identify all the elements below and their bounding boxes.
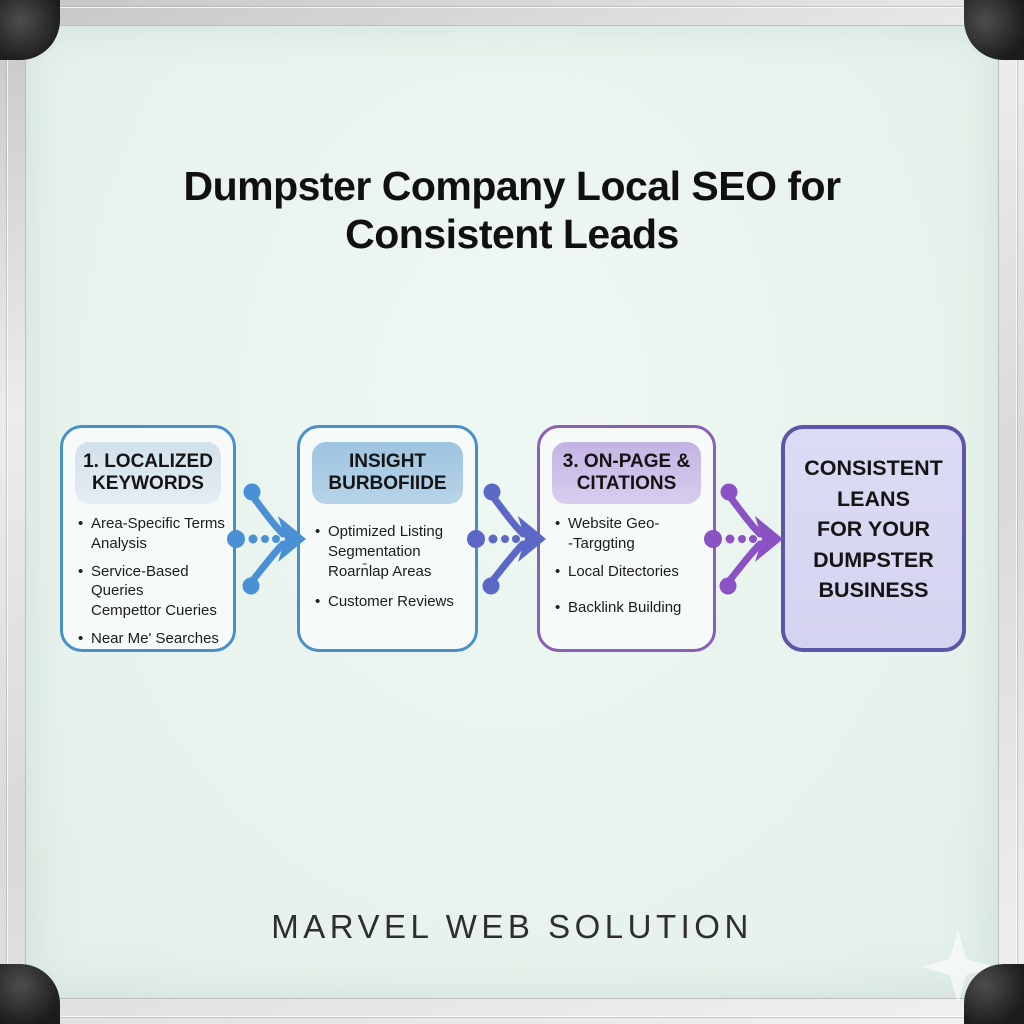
bullet-item: Backlink Building — [555, 598, 709, 618]
step-header-badge: 3. ON-PAGE & CITATIONS — [552, 442, 701, 505]
step-header-badge: 1. LOCALIZED KEYWORDS — [75, 442, 221, 505]
bullet-item: Local Ditectories — [555, 562, 709, 582]
flow-arrow-2 — [467, 483, 546, 595]
bullet-list: Area-Specific Terms Analysis Service-Bas… — [63, 514, 233, 649]
bullet-item: Near Me' Searches — [78, 629, 229, 649]
flow-arrow-1 — [227, 483, 306, 595]
converging-arrow-icon — [227, 483, 306, 595]
flow-step-on-page-citations: 3. ON-PAGE & CITATIONS Website Geo- -Tar… — [537, 425, 716, 652]
footer-brand: MARVEL WEB SOLUTION — [271, 908, 753, 945]
converging-arrow-icon — [704, 483, 783, 595]
page-title: Dumpster Company Local SEO for Consisten… — [183, 163, 841, 257]
flow-step-insight-burbofiide: INSIGHT BURBOFIIDE Optimized Listing Seg… — [297, 425, 478, 652]
flow-arrow-3 — [704, 483, 783, 595]
step-header-badge: INSIGHT BURBOFIIDE — [312, 442, 463, 505]
bullet-item: Website Geo- -Targgting — [555, 514, 709, 554]
bullet-item: Customer Reviews — [315, 592, 471, 612]
bullet-list: Optimized Listing Segmentation Roarn̄lap… — [300, 522, 475, 612]
flow-step-localized-keywords: 1. LOCALIZED KEYWORDS Area-Specific Term… — [60, 425, 236, 652]
flow-step-consistent-leads-result: CONSISTENT LEANS FOR YOUR DUMPSTER BUSIN… — [781, 425, 966, 652]
bullet-item: Service-Based Queries Cempettor Cueries — [78, 562, 229, 621]
converging-arrow-icon — [467, 483, 546, 595]
bullet-item: Optimized Listing Segmentation Roarn̄lap… — [315, 522, 471, 581]
result-text: CONSISTENT LEANS FOR YOUR DUMPSTER BUSIN… — [804, 456, 943, 603]
bullet-item: Area-Specific Terms Analysis — [78, 514, 229, 554]
bullet-list: Website Geo- -Targgting Local Ditectorie… — [540, 514, 713, 618]
